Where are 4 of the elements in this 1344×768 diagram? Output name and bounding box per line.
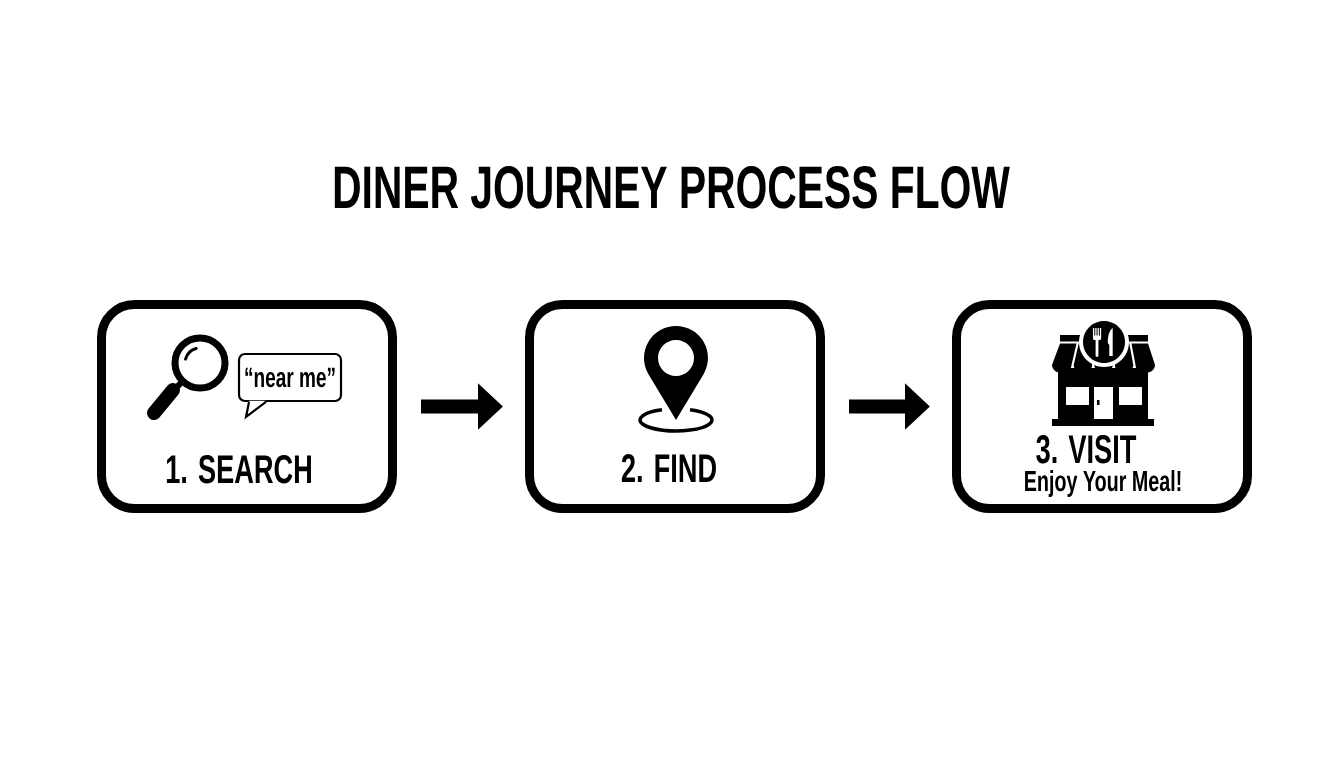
- step-box: 3. VISIT Enjoy Your Meal!: [952, 300, 1252, 513]
- speech-bubble: “near me”: [237, 352, 343, 420]
- title: DINER JOURNEY PROCESS FLOW: [334, 166, 1010, 209]
- step-box: 2. FIND: [525, 300, 825, 513]
